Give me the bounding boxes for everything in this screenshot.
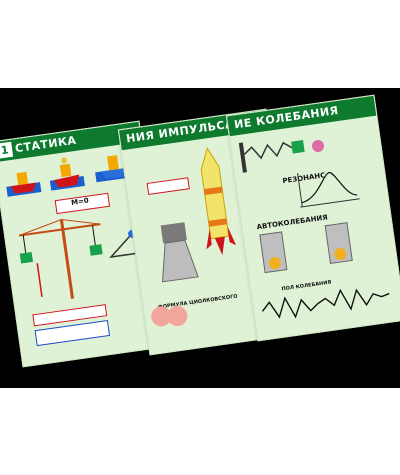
boat-illustration-1	[6, 171, 42, 197]
sheet-number: 1	[0, 141, 14, 159]
sheet-title: СТАТИКА	[14, 133, 78, 156]
poster-sheet-oscillations: ИЕ КОЛЕБАНИЯ РЕЗОНАНС АВТОКОЛЕБАНИЯ ПОЛ …	[225, 94, 400, 342]
spring-oscillator-illustration	[238, 140, 325, 173]
poster-sheet-impulse: НИЯ ИМПУЛЬСА ФОРМУЛА ЦИОЛКОВСКОГО	[117, 108, 299, 356]
boat-illustration-2	[49, 157, 85, 191]
poster-sheet-statics: 1 СТАТИКА M=0	[0, 120, 172, 368]
crane-illustration	[19, 218, 103, 299]
impulse-formula-box	[146, 177, 190, 195]
rocket-illustration	[200, 147, 237, 256]
beats-waveform	[261, 288, 390, 319]
rocket-engine-illustration	[160, 222, 199, 283]
pendulum-illustration	[259, 222, 353, 274]
balloon-illustration	[151, 306, 188, 327]
resonance-curve	[297, 172, 360, 208]
